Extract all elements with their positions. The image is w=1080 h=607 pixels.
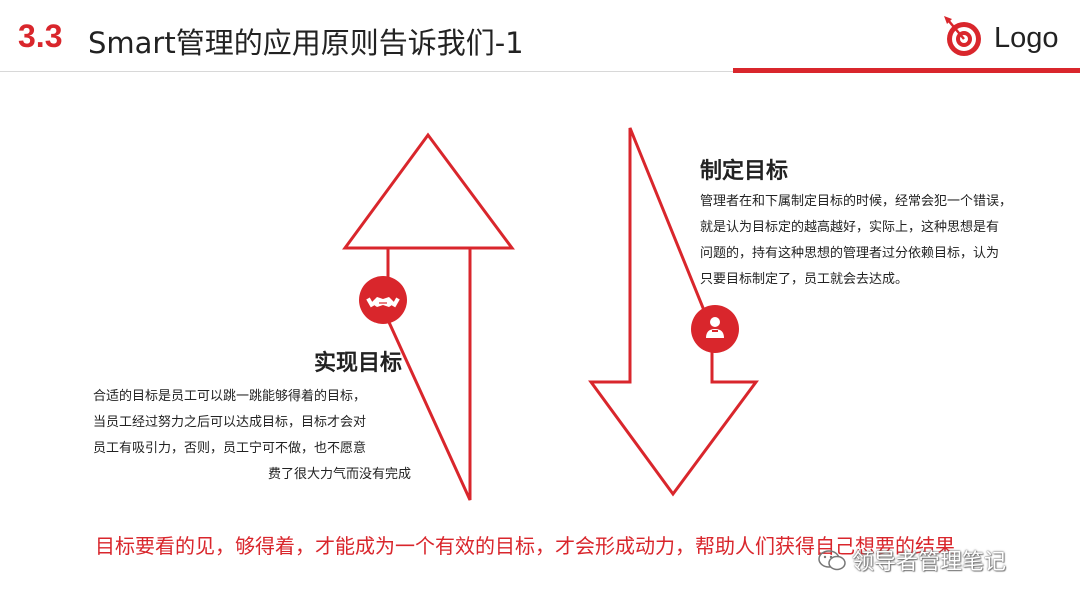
logo: Logo — [942, 14, 1072, 62]
left-body-line: 员工有吸引力，否则，员工宁可不做，也不愿意 — [93, 441, 367, 456]
conclusion-text: 目标要看的见，够得着，才能成为一个有效的目标，才会形成动力，帮助人们获得自己想要… — [95, 534, 955, 558]
header: 3.3 Smart管理的应用原则告诉我们-1 Logo — [0, 0, 1080, 75]
person-badge — [691, 305, 739, 353]
right-body-line: 管理者在和下属制定目标的时候，经常会犯一个错误， — [700, 194, 1013, 209]
left-block-body: 合适的目标是员工可以跳一跳能够得着的目标， 当员工经过努力之后可以达成目标，目标… — [93, 384, 411, 488]
left-body-line: 合适的目标是员工可以跳一跳能够得着的目标， — [93, 389, 367, 404]
wechat-icon — [818, 550, 846, 571]
target-icon — [944, 16, 981, 56]
header-accent-bar — [733, 68, 1080, 73]
right-body-line: 问题的，持有这种思想的管理者过分依赖目标，认为 — [700, 246, 1000, 261]
left-body-line: 当员工经过努力之后可以达成目标，目标才会对 — [93, 415, 367, 430]
right-block-body: 管理者在和下属制定目标的时候，经常会犯一个错误， 就是认为目标定的越高越好，实际… — [700, 189, 1045, 293]
left-block-title: 实现目标 — [313, 351, 402, 376]
page-title: Smart管理的应用原则告诉我们-1 — [88, 26, 524, 60]
logo-text: Logo — [994, 22, 1059, 54]
left-body-line: 费了很大力气而没有完成 — [267, 467, 411, 482]
right-block-title: 制定目标 — [700, 159, 789, 184]
handshake-icon — [366, 297, 400, 308]
watermark: 领导者管理笔记 — [852, 550, 1007, 575]
right-body-line: 就是认为目标定的越高越好，实际上，这种思想是有 — [700, 220, 1000, 235]
right-body-line: 只要目标制定了，员工就会去达成。 — [700, 272, 909, 287]
header-divider — [0, 71, 1080, 72]
handshake-badge — [359, 276, 407, 324]
section-number: 3.3 — [18, 18, 63, 54]
person-icon — [706, 317, 724, 338]
